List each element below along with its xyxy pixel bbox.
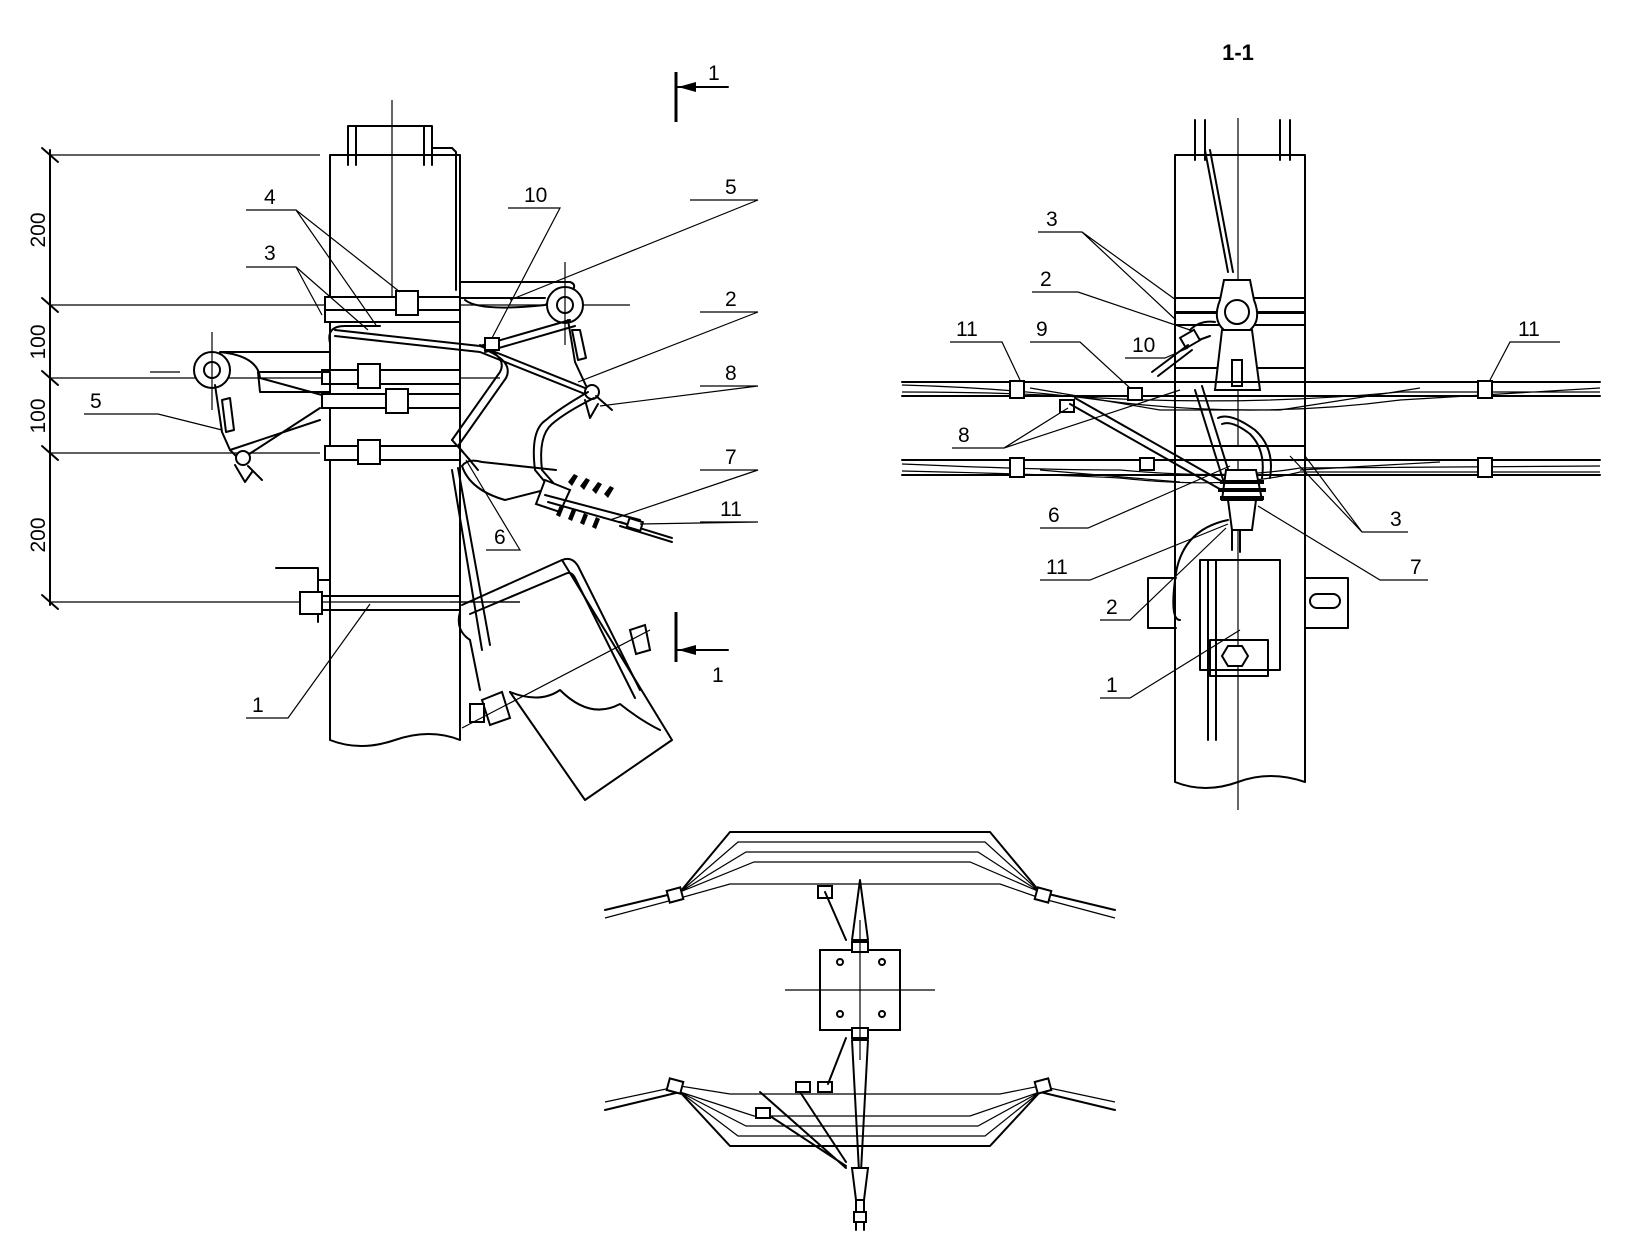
sec-callout-8: 8 xyxy=(958,424,970,447)
sec-callout-3-bottom: 3 xyxy=(1390,508,1402,531)
section-top-strap xyxy=(1204,149,1234,273)
left-suspension-clamp xyxy=(150,332,331,483)
sec-callout-9: 9 xyxy=(1036,318,1048,341)
section-callouts: 3 2 11 9 10 11 8 6 3 11 7 2 1 xyxy=(956,208,1540,697)
sec-callout-1: 1 xyxy=(1106,674,1118,697)
callout-5-left: 5 xyxy=(90,390,102,413)
section-marker-label-bottom: 1 xyxy=(712,664,724,687)
pole-top-bracket xyxy=(347,125,433,166)
section-title: 1-1 xyxy=(1222,40,1254,65)
callout-8: 8 xyxy=(725,362,737,385)
section-hook xyxy=(1151,279,1262,391)
callout-3: 3 xyxy=(264,242,276,265)
dim-100-lower: 100 xyxy=(27,398,50,433)
sec-callout-10: 10 xyxy=(1132,334,1155,357)
sec-callout-11-bottom: 11 xyxy=(1046,556,1068,579)
sec-callout-11-left: 11 xyxy=(956,318,978,341)
dim-100-upper: 100 xyxy=(27,324,50,359)
pole-bands xyxy=(321,290,461,465)
section-cables xyxy=(901,380,1601,484)
dim-200-top: 200 xyxy=(27,212,50,247)
section-marker: 1 1 xyxy=(674,62,729,687)
sec-callout-11-right: 11 xyxy=(1518,318,1540,341)
lower-bracket xyxy=(275,467,673,801)
section-marker-label-top: 1 xyxy=(708,62,720,85)
anchor-clamp xyxy=(461,391,673,543)
callout-5-right: 5 xyxy=(725,176,737,199)
section-anchor xyxy=(1069,385,1272,621)
front-wires xyxy=(328,319,586,471)
section-pole xyxy=(1174,154,1306,789)
section-top-rods xyxy=(1194,119,1291,161)
callout-11: 11 xyxy=(720,498,742,521)
sec-callout-2-top: 2 xyxy=(1040,268,1052,291)
front-view: 200 100 100 200 xyxy=(27,62,759,801)
plan-view xyxy=(604,831,1116,1231)
sec-callout-7: 7 xyxy=(1410,556,1422,579)
callout-1: 1 xyxy=(252,694,264,717)
callout-2: 2 xyxy=(725,288,737,311)
right-suspension-clamp xyxy=(459,262,613,419)
sec-callout-2-bottom: 2 xyxy=(1106,596,1118,619)
callout-10: 10 xyxy=(524,184,547,207)
callout-6: 6 xyxy=(494,526,506,549)
dim-200-bottom: 200 xyxy=(27,517,50,552)
section-leaders xyxy=(950,231,1560,699)
dimension-chain: 200 100 100 200 xyxy=(27,147,630,610)
section-view: 1-1 xyxy=(901,40,1601,810)
callout-7: 7 xyxy=(725,446,737,469)
callout-4: 4 xyxy=(264,186,276,209)
front-callouts: 4 3 10 5 2 8 7 11 6 1 5 xyxy=(90,176,742,717)
section-base-bracket xyxy=(1147,559,1349,741)
sec-callout-3-top: 3 xyxy=(1046,208,1058,231)
front-leaders xyxy=(84,199,759,719)
pole-top-rod xyxy=(431,147,457,291)
sec-callout-6: 6 xyxy=(1048,504,1060,527)
